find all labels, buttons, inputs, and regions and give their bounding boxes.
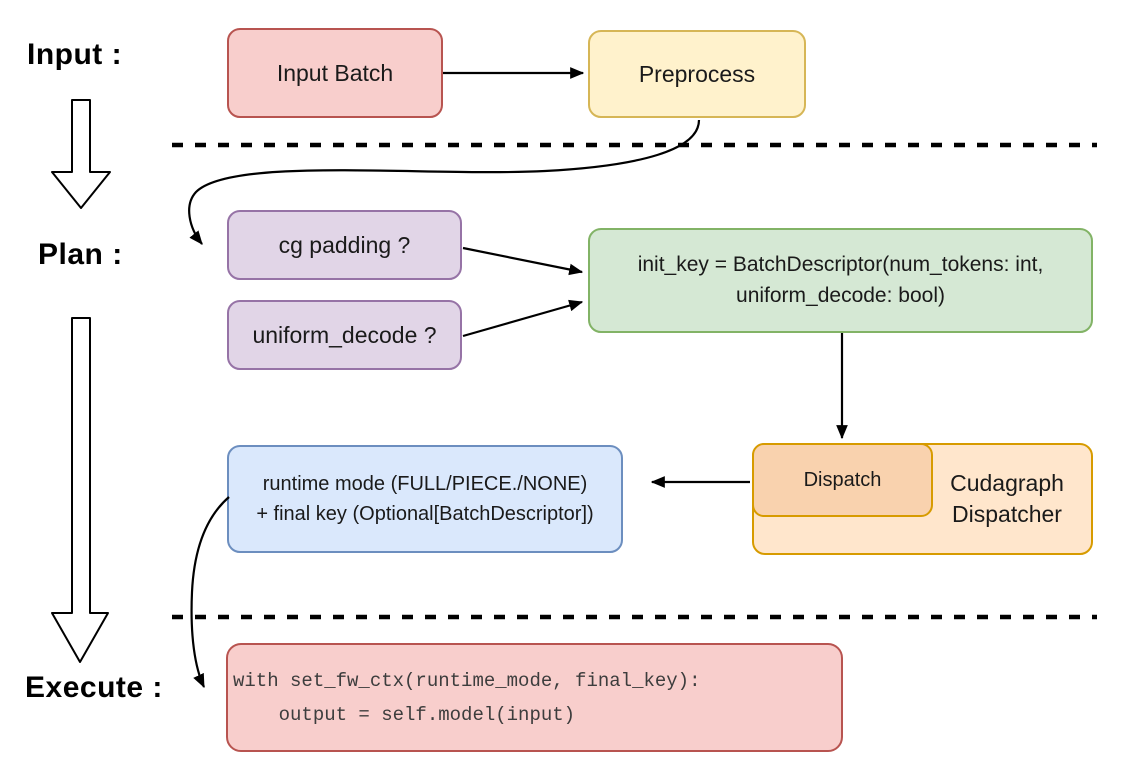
node-uniform-decode-label: uniform_decode ?: [252, 321, 437, 348]
arrow-cg-padding-to-init-key: [462, 246, 584, 276]
arrow-uniform-decode-to-init-key: [462, 299, 584, 338]
node-input-batch-label: Input Batch: [276, 59, 394, 86]
node-runtime-mode-line1: runtime mode (FULL/PIECE./NONE): [262, 473, 588, 495]
node-runtime-mode: runtime mode (FULL/PIECE./NONE) + final …: [227, 445, 623, 553]
stage-label-plan: Plan :: [38, 238, 123, 271]
node-dispatch: Dispatch: [752, 443, 933, 517]
node-cg-padding-label: cg padding ?: [278, 231, 411, 258]
node-init-key: init_key = BatchDescriptor(num_tokens: i…: [588, 228, 1093, 333]
node-cudagraph-dispatcher-label: Cudagraph Dispatcher: [931, 468, 1083, 530]
arrow-runtime-mode-to-execute-code: [190, 496, 230, 689]
stage-arrow-input-to-plan-icon: [51, 99, 111, 209]
cudagraph-label-line2: Dispatcher: [952, 501, 1062, 527]
execute-code-line2: output = self.model(input): [233, 703, 576, 726]
node-init-key-line1: init_key = BatchDescriptor(num_tokens: i…: [637, 253, 1044, 277]
node-cg-padding: cg padding ?: [227, 210, 462, 280]
node-preprocess: Preprocess: [588, 30, 806, 118]
node-execute-code: with set_fw_ctx(runtime_mode, final_key)…: [226, 643, 843, 752]
node-preprocess-label: Preprocess: [638, 60, 756, 87]
node-init-key-line2: uniform_decode: bool): [736, 283, 945, 307]
node-uniform-decode: uniform_decode ?: [227, 300, 462, 370]
node-runtime-mode-line2: + final key (Optional[BatchDescriptor]): [256, 503, 594, 525]
stage-label-input: Input :: [27, 38, 123, 71]
stage-arrow-plan-to-execute-icon: [51, 317, 109, 663]
cudagraph-label-line1: Cudagraph: [950, 469, 1064, 496]
node-dispatch-label: Dispatch: [803, 468, 882, 491]
stage-label-execute: Execute :: [25, 671, 163, 704]
node-input-batch: Input Batch: [227, 28, 443, 118]
execute-code-line1: with set_fw_ctx(runtime_mode, final_key)…: [233, 669, 701, 692]
